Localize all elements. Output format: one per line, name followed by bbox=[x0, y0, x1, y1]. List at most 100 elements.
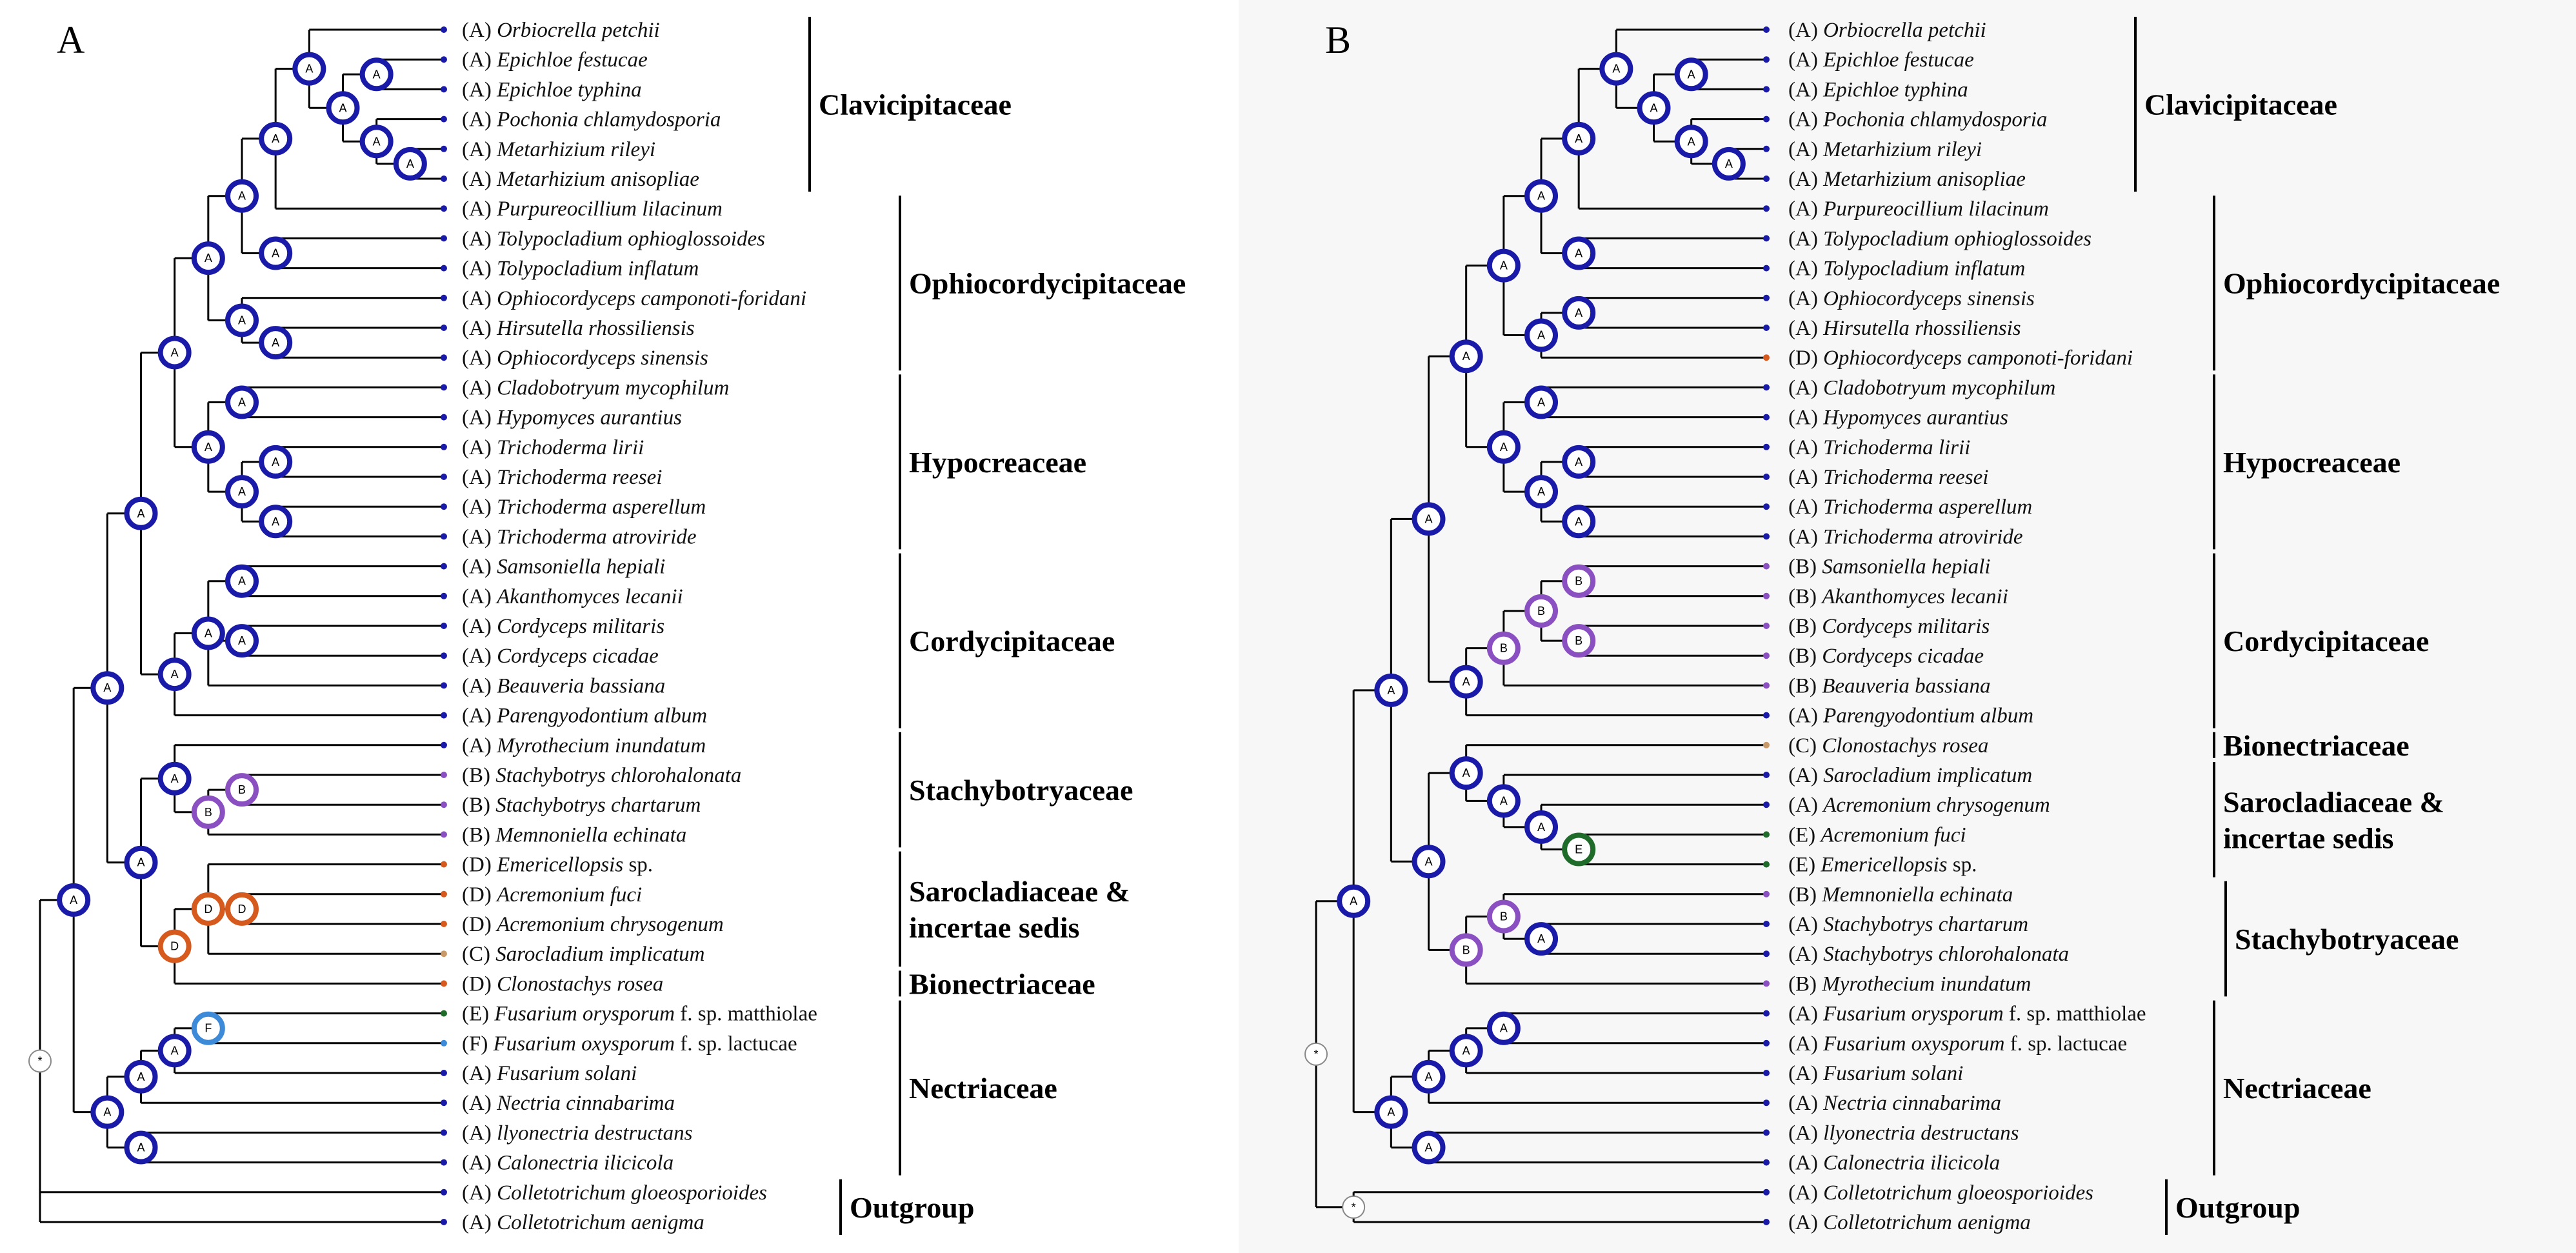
ancestral-state-node: A bbox=[1337, 884, 1371, 918]
node-state-label: A bbox=[1537, 932, 1545, 945]
taxon-label: (E) Emericellopsis sp. bbox=[1788, 854, 1977, 877]
ancestral-state-node: A bbox=[359, 57, 394, 92]
species-name: Parengyodontium album bbox=[1822, 705, 2033, 728]
species-name: Stachybotrys chartarum bbox=[1823, 913, 2028, 936]
node-state-label: A bbox=[1463, 350, 1470, 363]
state-code: (A) bbox=[1788, 168, 1823, 191]
node-state-label: A bbox=[1424, 1141, 1432, 1154]
state-code: (A) bbox=[1788, 406, 1823, 430]
panel-a: AAAAAAAAAAAAAAAAAAAAAAABBADDDAAFAAAAA*(A… bbox=[28, 17, 1186, 1235]
taxon-label: (A) Trichoderma atroviride bbox=[462, 525, 697, 548]
state-code: (A) bbox=[1788, 1181, 1823, 1205]
ancestral-state-node: A bbox=[225, 624, 259, 658]
species-name: Epichloe typhina bbox=[1822, 78, 1968, 101]
ancestral-state-node: A bbox=[225, 385, 259, 419]
taxon-label: (A) Cordyceps militaris bbox=[462, 615, 664, 638]
panel-b: BAAAAAAAAAAAAAAAAABBBBAAEAAAABBAAAAAAAA*… bbox=[1304, 17, 2500, 1235]
taxon-label: (A) Trichoderma asperellum bbox=[462, 496, 706, 519]
state-code: (A) bbox=[1788, 287, 1823, 310]
state-code: (A) bbox=[1788, 108, 1823, 132]
node-state-label: A bbox=[272, 247, 279, 260]
taxon-label: (A) Trichoderma reesei bbox=[1788, 466, 1988, 489]
ancestral-state-node: A bbox=[1562, 505, 1596, 539]
taxon-label: (A) Epichloe typhina bbox=[462, 78, 642, 101]
state-code: (E) bbox=[1788, 854, 1821, 877]
ancestral-state-node: A bbox=[191, 430, 225, 464]
ancestral-state-node: A bbox=[1449, 339, 1483, 374]
tip-dot bbox=[1763, 1070, 1770, 1076]
taxon-label: (A) Orbiocrella petchii bbox=[462, 19, 660, 42]
tip-dot bbox=[441, 1129, 447, 1136]
tip-dot bbox=[441, 443, 447, 450]
tip-dot bbox=[1763, 175, 1770, 182]
state-code: (A) bbox=[1788, 48, 1823, 72]
ancestral-state-node: D bbox=[225, 892, 259, 926]
ancestral-state-node: A bbox=[1562, 121, 1596, 155]
species-name: Cladobotryum mycophilum bbox=[497, 376, 729, 399]
tip-dot bbox=[441, 56, 447, 63]
taxon-label: (A) Akanthomyces lecanii bbox=[462, 585, 683, 608]
state-code: (A) bbox=[1788, 705, 1823, 728]
taxon-label: (A) Stachybotrys chlorohalonata bbox=[1788, 943, 2069, 966]
tip-dot bbox=[441, 325, 447, 331]
ancestral-state-node: E bbox=[1562, 832, 1596, 867]
node-state-label: A bbox=[373, 135, 381, 148]
node-state-label: A bbox=[1537, 396, 1545, 409]
ancestral-state-node: B bbox=[1562, 624, 1596, 658]
state-code: (A) bbox=[462, 19, 497, 42]
taxon-label: (A) Metarhizium anisopliae bbox=[462, 168, 699, 191]
species-name: Trichoderma lirii bbox=[1823, 436, 1970, 459]
state-code: (A) bbox=[462, 1152, 497, 1175]
tip-dot bbox=[1763, 56, 1770, 63]
tip-dot bbox=[1763, 831, 1770, 838]
species-name: Clonostachys rosea bbox=[497, 972, 663, 996]
family-label: Sarocladiaceae & bbox=[2223, 785, 2444, 818]
taxon-label: (B) Cordyceps militaris bbox=[1788, 615, 1990, 638]
taxon-label: (A) Nectria cinnabarima bbox=[462, 1092, 675, 1115]
taxon-label: (A) Pochonia chlamydosporia bbox=[462, 108, 721, 132]
tip-dot bbox=[1763, 503, 1770, 510]
species-name: Samsoniella hepiali bbox=[497, 556, 665, 579]
node-state-label: A bbox=[1575, 132, 1583, 145]
ancestral-state-node: A bbox=[359, 125, 394, 159]
state-code: (A) bbox=[1788, 1062, 1823, 1085]
state-code: (A) bbox=[1788, 1092, 1823, 1115]
tip-dot bbox=[441, 861, 447, 868]
ancestral-state-node: A bbox=[225, 179, 259, 213]
taxon-label: (A) Fusarium solani bbox=[1788, 1062, 1963, 1085]
species-name: Ophiocordyceps sinensis bbox=[497, 346, 708, 370]
taxon-label: (A) Trichoderma atroviride bbox=[1788, 525, 2023, 548]
taxon-suffix: f. sp. lactucae bbox=[2004, 1032, 2127, 1056]
species-name: Metarhizium rileyi bbox=[1822, 138, 1982, 161]
state-code: (A) bbox=[462, 1181, 497, 1205]
ancestral-state-node: A bbox=[1374, 1095, 1408, 1129]
taxon-label: (A) Fusarium orysporum f. sp. matthiolae bbox=[1788, 1003, 2146, 1026]
tip-dot bbox=[441, 1188, 447, 1196]
species-name: Acremonium fuci bbox=[1819, 823, 1966, 847]
species-name: Tolypocladium ophioglossoides bbox=[1823, 227, 2092, 250]
tip-dot bbox=[441, 682, 447, 689]
ancestral-state-node: A bbox=[1412, 1130, 1446, 1165]
node-state-label: A bbox=[1537, 485, 1545, 498]
taxon-label: (B) Memnoniella echinata bbox=[462, 823, 686, 847]
species-name: Metarhizium anisopliae bbox=[1822, 168, 2026, 191]
tip-dot bbox=[441, 503, 447, 510]
species-name: Fusarium solani bbox=[496, 1062, 637, 1085]
taxon-label: (A) Ophiocordyceps camponoti-foridani bbox=[462, 287, 806, 310]
tip-dot bbox=[1763, 890, 1770, 897]
tip-dot bbox=[441, 831, 447, 838]
taxon-label: (A) Tolypocladium ophioglossoides bbox=[462, 227, 765, 250]
taxon-label: (A) Ophiocordyceps sinensis bbox=[1788, 287, 2035, 310]
ancestral-state-node: A bbox=[1486, 430, 1521, 464]
family-label: Hypocreaceae bbox=[2223, 446, 2401, 479]
species-name: Stachybotrys chlorohalonata bbox=[495, 764, 741, 787]
node-state-label: A bbox=[238, 575, 246, 588]
state-code: (A) bbox=[1788, 227, 1823, 250]
state-code: (D) bbox=[462, 883, 497, 907]
node-state-label: A bbox=[171, 346, 179, 359]
ancestral-state-node: A bbox=[1562, 445, 1596, 479]
taxon-label: (A) Tolypocladium inflatum bbox=[1788, 257, 2025, 281]
node-state-label: A bbox=[1650, 101, 1657, 114]
species-name: Cordyceps cicadae bbox=[1822, 645, 1984, 668]
ancestral-state-node: A bbox=[191, 241, 225, 276]
